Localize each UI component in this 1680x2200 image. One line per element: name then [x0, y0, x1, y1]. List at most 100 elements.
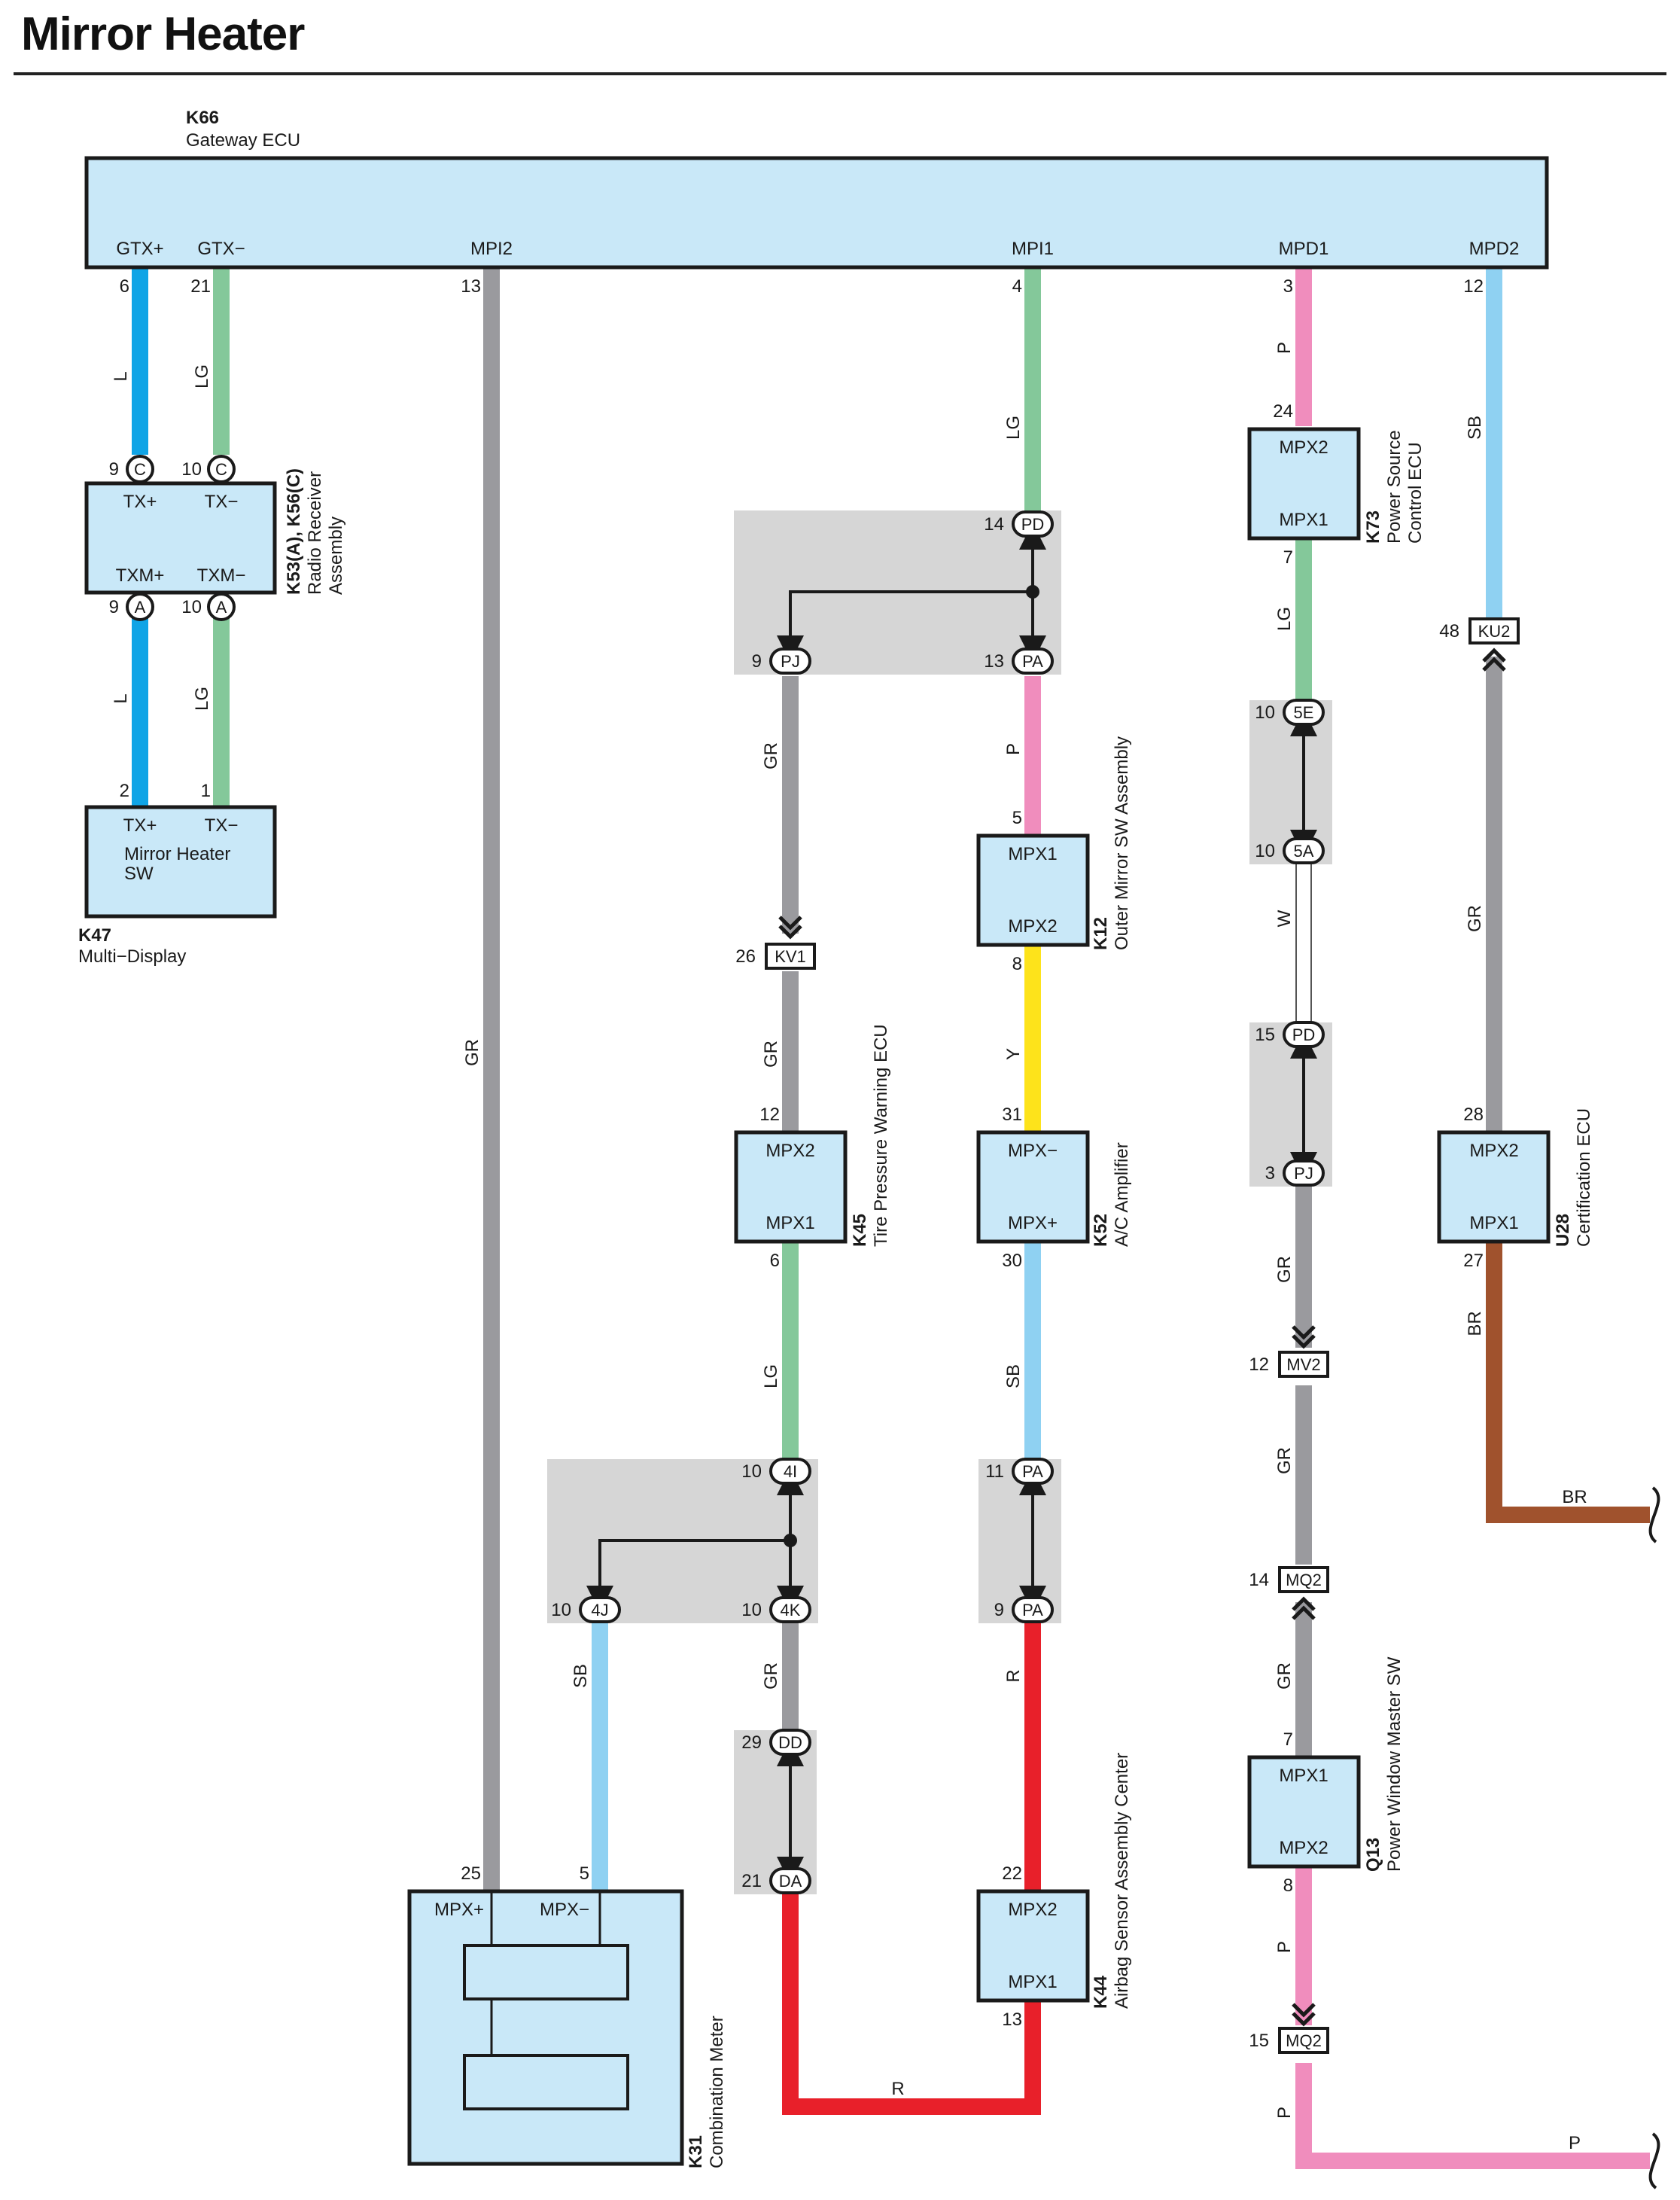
svg-text:7: 7 [1283, 547, 1293, 568]
svg-text:4K: 4K [781, 1601, 801, 1620]
svg-text:2: 2 [120, 781, 129, 801]
gw-pinno-4: 4 [1012, 276, 1022, 297]
svg-text:A: A [216, 598, 227, 617]
svg-text:K73: K73 [1363, 510, 1383, 544]
gw-pinno-13: 13 [461, 276, 481, 297]
svg-text:11: 11 [985, 1461, 1004, 1482]
svg-text:MPX−: MPX− [1008, 1141, 1058, 1161]
svg-text:P: P [1274, 2107, 1295, 2119]
splice-zones [547, 510, 1332, 1894]
conn-mv2: MV2 12 [1249, 1325, 1329, 1378]
svg-text:8: 8 [1012, 954, 1022, 974]
svg-text:24: 24 [1273, 401, 1293, 422]
svg-text:MPX2: MPX2 [1469, 1141, 1518, 1161]
gw-pin-gtx-plus: GTX+ [116, 239, 163, 259]
svg-text:15: 15 [1255, 1025, 1275, 1045]
svg-text:SW: SW [124, 864, 154, 884]
svg-text:Power Source: Power Source [1384, 430, 1405, 544]
svg-text:K44: K44 [1091, 1975, 1111, 2009]
svg-text:GR: GR [761, 1662, 781, 1690]
svg-text:21: 21 [741, 1871, 762, 1891]
svg-text:K31: K31 [686, 2135, 706, 2168]
svg-text:Tire Pressure Warning ECU: Tire Pressure Warning ECU [871, 1024, 891, 1247]
conn-ku2: KU2 48 [1439, 617, 1520, 672]
svg-text:22: 22 [1002, 1863, 1022, 1884]
k47-name: Multi−Display [78, 946, 186, 967]
svg-text:13: 13 [1002, 2010, 1022, 2030]
certification-ecu: MPX2 MPX1 28 27 U28 Certification ECU [1437, 1105, 1594, 1271]
svg-text:9: 9 [109, 597, 119, 617]
outer-mirror-sw-assembly: MPX1 MPX2 5 8 K12 Outer Mirror SW Assemb… [976, 736, 1132, 974]
svg-text:5: 5 [1012, 808, 1022, 828]
mirror-heater-sw: TX+ TX− Mirror Heater SW 2 1 K47 Multi−D… [78, 781, 277, 967]
gw-pin-mpd1: MPD1 [1279, 239, 1329, 259]
svg-text:3: 3 [1265, 1163, 1275, 1184]
svg-text:MPX+: MPX+ [434, 1900, 484, 1920]
conn-pj-mid: PJ3 [1265, 1159, 1325, 1187]
svg-text:4I: 4I [784, 1462, 797, 1481]
svg-text:R: R [1003, 1669, 1024, 1682]
svg-text:C: C [215, 460, 227, 479]
svg-text:MPX2: MPX2 [1008, 1900, 1057, 1920]
svg-text:Q13: Q13 [1363, 1838, 1383, 1872]
svg-text:Certification ECU: Certification ECU [1574, 1108, 1594, 1247]
svg-text:BR: BR [1562, 1487, 1587, 1507]
svg-text:KV1: KV1 [775, 947, 806, 966]
gw-pin-mpi2: MPI2 [470, 239, 513, 259]
svg-text:Outer Mirror SW Assembly: Outer Mirror SW Assembly [1112, 736, 1132, 950]
svg-text:TXM+: TXM+ [116, 565, 165, 586]
svg-text:13: 13 [984, 651, 1004, 672]
svg-text:K12: K12 [1091, 917, 1111, 950]
radio-name-1: Radio Receiver [305, 471, 325, 595]
svg-text:R: R [891, 2079, 904, 2099]
svg-text:MQ2: MQ2 [1286, 1571, 1322, 1589]
svg-text:LG: LG [761, 1364, 781, 1388]
combination-meter: MPX+ MPX− 25 5 K31 Combination Meter [407, 1863, 727, 2168]
conn-mq2-a: MQ2 14 [1249, 1566, 1329, 1620]
svg-text:LG: LG [1274, 607, 1295, 631]
svg-text:7: 7 [1283, 1729, 1293, 1750]
radio-name-2: Assembly [326, 516, 346, 595]
svg-text:K52: K52 [1091, 1214, 1111, 1247]
svg-text:14: 14 [1249, 1570, 1269, 1590]
svg-text:BR: BR [1465, 1311, 1485, 1336]
svg-text:30: 30 [1002, 1251, 1022, 1271]
svg-text:GR: GR [1465, 905, 1485, 932]
conn-pa-k44-bot: PA9 [994, 1596, 1054, 1623]
svg-text:SB: SB [571, 1664, 591, 1688]
svg-text:GR: GR [1274, 1447, 1295, 1474]
svg-text:26: 26 [735, 946, 756, 967]
svg-text:P: P [1274, 1941, 1295, 1953]
svg-text:5E: 5E [1294, 703, 1314, 722]
svg-text:5A: 5A [1294, 842, 1314, 861]
meter-block-upper [463, 1944, 629, 2000]
svg-text:25: 25 [461, 1863, 481, 1884]
airbag-sensor-assembly-center: MPX2 MPX1 22 13 K44 Airbag Sensor Assemb… [976, 1753, 1132, 2030]
svg-text:31: 31 [1002, 1105, 1022, 1125]
svg-text:MPX2: MPX2 [1279, 437, 1328, 458]
gw-pinno-6: 6 [120, 276, 129, 297]
svg-text:MV2: MV2 [1286, 1355, 1320, 1374]
svg-text:GR: GR [1274, 1662, 1295, 1690]
wire-p-mq2-out [1295, 2063, 1650, 2169]
svg-text:SB: SB [1003, 1364, 1024, 1388]
svg-text:Y: Y [1003, 1048, 1024, 1060]
svg-text:MPX+: MPX+ [1008, 1213, 1058, 1233]
gateway-ecu: K66 Gateway ECU GTX+ GTX− MPI2 MPI1 MPD1… [84, 108, 1549, 297]
wire-color-labels: L LG L LG GR LG P Y SB R R GR GR LG GR S… [111, 342, 1587, 2153]
page-title: Mirror Heater [21, 8, 305, 60]
svg-text:LG: LG [1003, 416, 1024, 440]
svg-text:Control ECU: Control ECU [1405, 442, 1426, 544]
svg-text:9: 9 [109, 459, 119, 480]
svg-text:LG: LG [192, 687, 212, 711]
svg-text:12: 12 [1249, 1354, 1269, 1375]
